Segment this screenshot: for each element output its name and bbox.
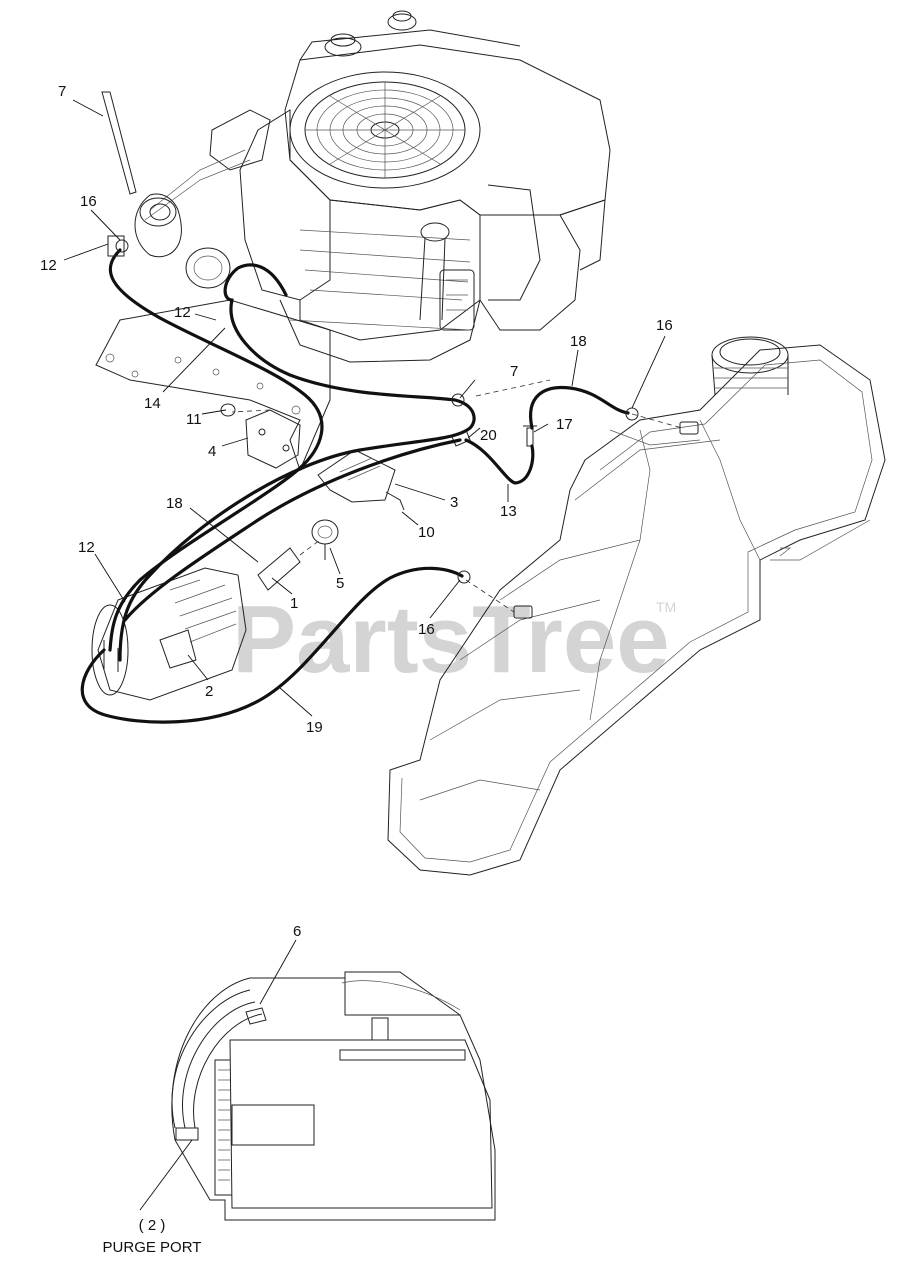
callout-10: 10 [418,524,435,541]
cable-tie [101,91,182,258]
watermark: PartsTree TM [232,586,676,693]
callout-16: 16 [418,621,435,638]
purge-port-ref: ( 2 ) [139,1217,166,1234]
detail-view [171,971,496,1221]
leader-lines [63,99,666,1211]
watermark-trademark: TM [656,599,676,615]
purge-port-label: PURGE PORT [103,1239,202,1256]
callout-18: 18 [570,333,587,350]
callout-16: 16 [656,317,673,334]
watermark-text: PartsTree [232,586,670,693]
callout-17: 17 [556,416,573,433]
callout-19: 19 [306,719,323,736]
callout-12: 12 [174,304,191,321]
charcoal-canister [91,403,537,701]
callout-1: 1 [290,595,298,612]
callout-3: 3 [450,494,458,511]
fuel-tank [387,336,886,876]
callout-5: 5 [336,575,344,592]
hidden-lines [231,379,683,613]
callout-labels: 7 16 12 12 14 11 4 7 20 18 16 17 3 13 10… [40,83,673,940]
callout-18: 18 [166,495,183,512]
callout-4: 4 [208,443,216,460]
engine [95,10,611,472]
callout-14: 14 [144,395,161,412]
hoses [80,235,639,724]
callout-11: 11 [186,411,202,428]
callout-2: 2 [205,683,213,700]
detail-caption: ( 2 ) PURGE PORT [103,1217,202,1256]
callout-12: 12 [40,257,57,274]
callout-16: 16 [80,193,97,210]
callout-6: 6 [293,923,301,940]
callout-20: 20 [480,427,497,444]
callout-12: 12 [78,539,95,556]
callout-7: 7 [58,83,66,100]
callout-7: 7 [510,363,518,380]
callout-13: 13 [500,503,517,520]
